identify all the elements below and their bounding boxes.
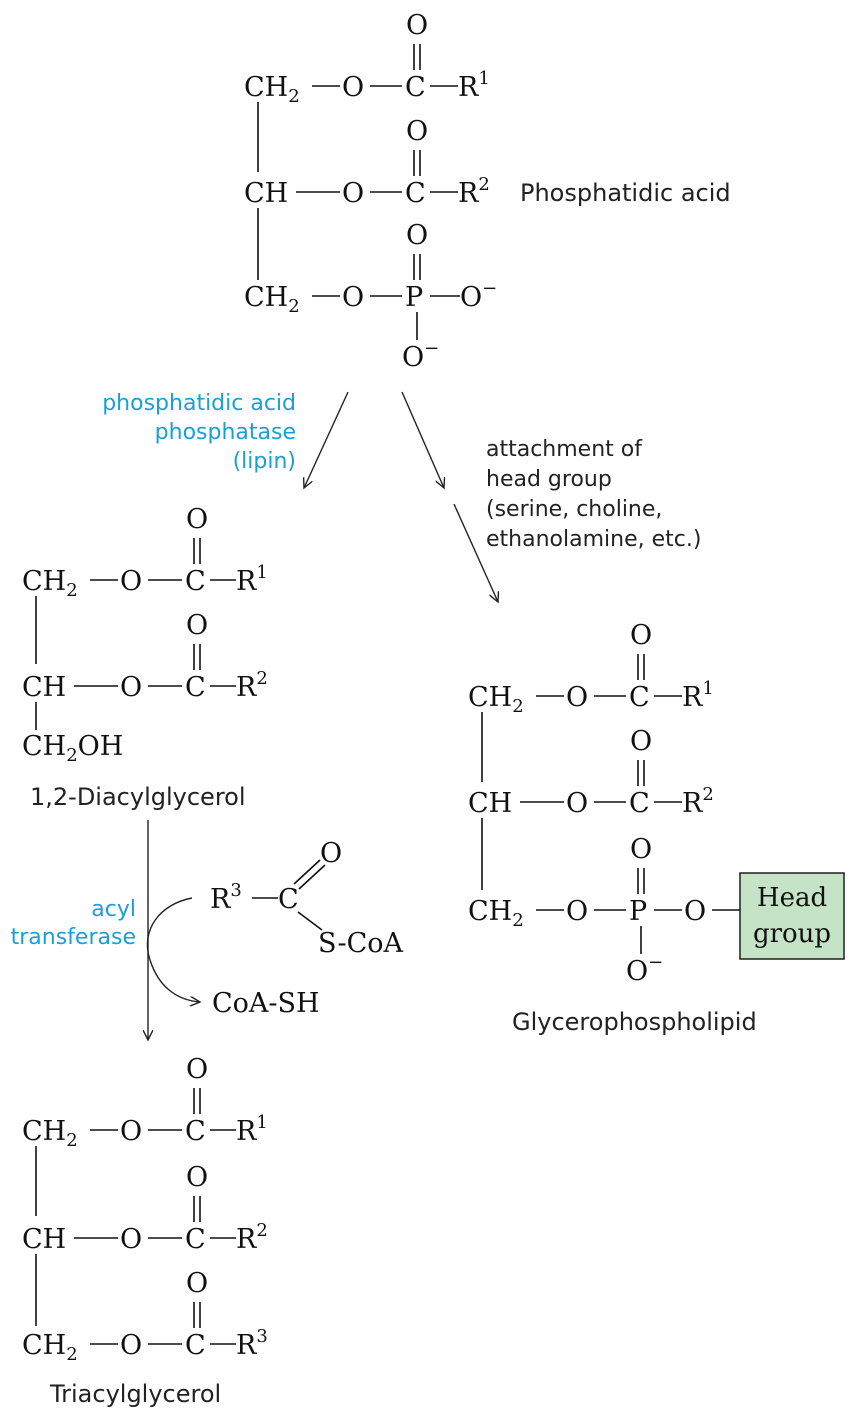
pa-ch: CH (244, 178, 288, 209)
head-group-label-2: group (753, 919, 831, 949)
svg-text:transferase: transferase (11, 925, 136, 950)
acyl-transferase-label: acyl transferase (11, 897, 136, 950)
gpl-carbonyl-o-1: O (630, 620, 652, 651)
acyl-coa-carbonyl-o: O (320, 838, 342, 869)
pa-ch2-3: CH2 (244, 282, 300, 317)
gpl-ch2-1: CH2 (468, 682, 524, 717)
svg-text:(serine, choline,: (serine, choline, (486, 497, 662, 522)
svg-text:phosphatase: phosphatase (155, 420, 296, 445)
dag-r1: R1 (236, 562, 268, 597)
gpl-o-4: O (684, 896, 706, 927)
dag-o-2: O (120, 672, 142, 703)
tag-c-1: C (185, 1116, 206, 1147)
pa-r2: R2 (458, 174, 490, 209)
tag-ch2-3: CH2 (22, 1330, 78, 1365)
dag-o-1: O (120, 566, 142, 597)
svg-text:attachment of: attachment of (486, 437, 643, 462)
gpl-ch2-3: CH2 (468, 896, 524, 931)
gpl-ch: CH (468, 788, 512, 819)
dag-c-2: C (185, 672, 206, 703)
tag-o-2: O (120, 1224, 142, 1255)
coa-sh-product: CoA-SH (212, 988, 320, 1019)
gpl-o-1: O (566, 682, 588, 713)
pa-o-3: O (342, 282, 364, 313)
arrow-to-glycerophospholipid (453, 503, 498, 602)
dag-ch2-1: CH2 (22, 566, 78, 601)
dag-ch2oh: CH2OH (22, 731, 123, 766)
diacylglycerol-structure: CH2 O C O R1 CH O C O R2 CH2OH (22, 504, 268, 766)
tag-carbonyl-o-1: O (186, 1054, 208, 1085)
pa-carbonyl-o-1: O (406, 10, 428, 41)
pa-o-2: O (342, 178, 364, 209)
tag-o-3: O (120, 1330, 142, 1361)
tag-r2: R2 (236, 1220, 268, 1255)
glycerophospholipid-label: Glycerophospholipid (512, 1008, 757, 1036)
tag-c-2: C (185, 1224, 206, 1255)
tag-ch: CH (22, 1224, 66, 1255)
gpl-phosphorus: P (629, 896, 647, 927)
pa-c-2: C (405, 178, 426, 209)
acyl-coa-r3: R3 (210, 880, 242, 915)
pa-phosphorus: P (405, 282, 423, 313)
tag-r3: R3 (236, 1326, 268, 1361)
tag-c-3: C (185, 1330, 206, 1361)
gpl-o-minus: O− (626, 952, 663, 987)
gpl-o-2: O (566, 788, 588, 819)
dag-c-1: C (185, 566, 206, 597)
acyl-coa-carbon: C (278, 884, 299, 915)
tag-carbonyl-o-2: O (186, 1162, 208, 1193)
gpl-phosphoryl-o: O (630, 834, 652, 865)
gpl-r1: R1 (682, 678, 714, 713)
svg-text:phosphatidic acid: phosphatidic acid (102, 391, 296, 416)
gpl-carbonyl-o-2: O (630, 726, 652, 757)
gpl-c-1: C (629, 682, 650, 713)
dag-carbonyl-o-1: O (186, 504, 208, 535)
phosphatidic-acid-structure: CH2 O C O R1 CH O C O R2 Phosphatidic ac… (244, 10, 731, 373)
tag-ch2-1: CH2 (22, 1116, 78, 1151)
arrow-to-diacylglycerol (304, 391, 349, 488)
tag-carbonyl-o-3: O (186, 1268, 208, 1299)
dag-carbonyl-o-2: O (186, 610, 208, 641)
head-group-label-1: Head (757, 883, 827, 913)
gpl-o-3: O (566, 896, 588, 927)
head-group-box (739, 872, 845, 960)
dag-ch: CH (22, 672, 66, 703)
head-group-attachment-note: attachment of head group (serine, cholin… (486, 437, 701, 552)
pa-phosphoryl-o: O (406, 220, 428, 251)
svg-text:acyl: acyl (91, 897, 136, 922)
svg-text:(lipin): (lipin) (233, 449, 296, 474)
arrow-to-head-group (401, 391, 444, 488)
acyl-coa-transfer-arrow (146, 897, 200, 1002)
pa-ch2-1: CH2 (244, 72, 300, 107)
tag-o-1: O (120, 1116, 142, 1147)
tag-r1: R1 (236, 1112, 268, 1147)
triacylglycerol-label: Triacylglycerol (49, 1380, 221, 1408)
pa-o-minus-2: O− (402, 338, 439, 373)
pa-c-1: C (405, 72, 426, 103)
phosphatidic-acid-phosphatase-label: phosphatidic acid phosphatase (lipin) (102, 391, 296, 474)
gpl-r2: R2 (682, 784, 714, 819)
phosphatidic-acid-label: Phosphatidic acid (520, 179, 731, 207)
pa-carbonyl-o-2: O (406, 116, 428, 147)
diacylglycerol-label: 1,2-Diacylglycerol (30, 783, 246, 811)
dag-r2: R2 (236, 668, 268, 703)
acyl-coa-scoa: S-CoA (318, 928, 404, 959)
pa-o-minus-1: O− (460, 278, 497, 313)
gpl-c-2: C (629, 788, 650, 819)
svg-text:ethanolamine, etc.): ethanolamine, etc.) (486, 527, 701, 552)
pa-o-1: O (342, 72, 364, 103)
svg-text:head group: head group (486, 467, 612, 492)
triacylglycerol-structure: CH2 O C O R1 CH O C O R2 CH2 O C O R3 (22, 1054, 268, 1365)
acyl-coa-structure: R3 C O S-CoA (210, 838, 404, 959)
glycerophospholipid-structure: CH2 O C O R1 CH O C O R2 CH2 O P O O O− (468, 620, 845, 987)
pa-r1: R1 (458, 68, 490, 103)
